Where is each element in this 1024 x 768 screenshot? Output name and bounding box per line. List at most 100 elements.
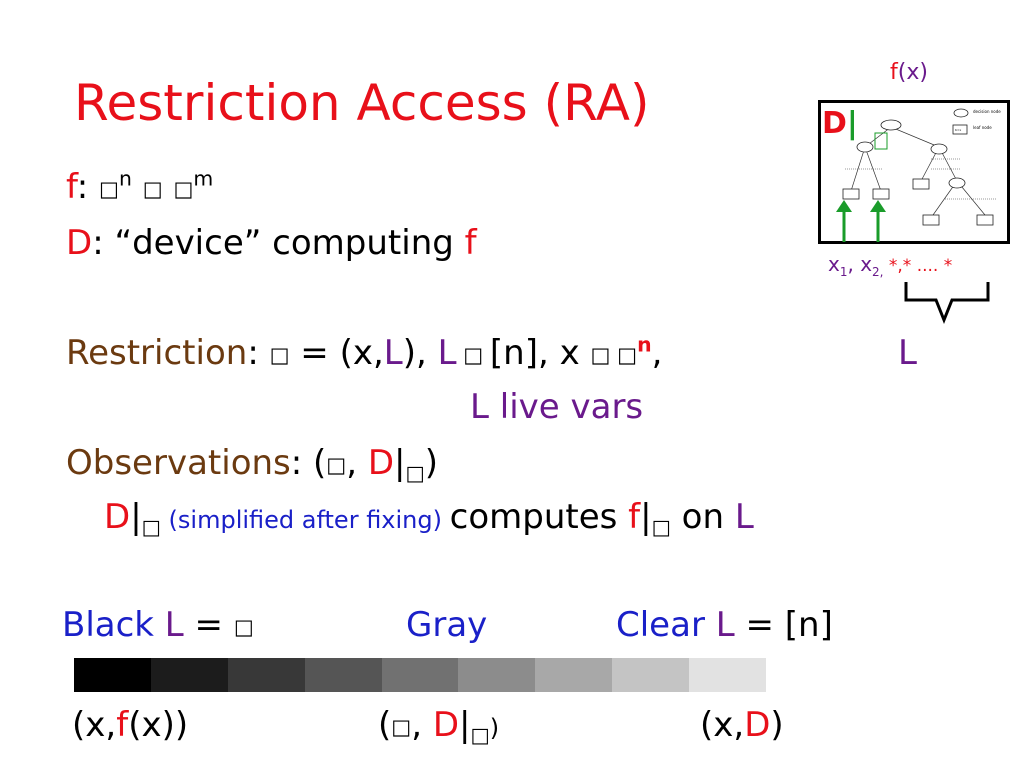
live-vars-text: live vars bbox=[488, 387, 644, 427]
fx-label: f(x) bbox=[890, 60, 928, 85]
legend-decision-node: decision node bbox=[973, 109, 1001, 114]
L-variable: L bbox=[734, 497, 754, 537]
domain-exponent: n bbox=[118, 166, 132, 191]
gray-bar-segment bbox=[458, 658, 536, 692]
tree-lines bbox=[842, 108, 997, 226]
comma: , bbox=[411, 705, 433, 745]
f-definition-line: f: □n □ □m bbox=[66, 166, 214, 207]
clear-observation-label: (x,D) bbox=[700, 708, 784, 742]
d-symbol: D bbox=[66, 223, 93, 263]
gray-bar-segment bbox=[150, 658, 228, 692]
comma: , bbox=[651, 333, 663, 373]
set-symbol: □ bbox=[610, 342, 638, 368]
n-range: [n], x bbox=[489, 333, 591, 373]
close-paren: ) bbox=[424, 443, 439, 483]
decision-tree-diagram: decision node leaf node K=x bbox=[818, 100, 1010, 244]
d-symbol: D bbox=[744, 705, 771, 745]
codomain-exponent: m bbox=[193, 166, 214, 191]
rho-subscript: □ bbox=[470, 723, 490, 748]
f-symbol: f bbox=[890, 60, 898, 85]
x1-label: x bbox=[828, 252, 840, 276]
restriction-label: Restriction bbox=[66, 333, 248, 373]
f-symbol: f bbox=[464, 223, 477, 263]
close-paren: ) bbox=[770, 705, 784, 745]
d-symbol: D bbox=[104, 497, 131, 537]
live-vars-note: L live vars bbox=[470, 390, 643, 424]
gray-bar-segment bbox=[612, 658, 690, 692]
on-text: on bbox=[670, 497, 735, 537]
n-exponent: n bbox=[637, 332, 652, 357]
clear-text: Clear bbox=[616, 605, 716, 645]
open-text: (x, bbox=[72, 705, 117, 745]
gray-bar-segment bbox=[304, 658, 382, 692]
black-text: Black bbox=[62, 605, 165, 645]
gray-bar-segment bbox=[689, 658, 767, 692]
L-variable: L bbox=[715, 605, 735, 645]
rho-symbol: □ bbox=[269, 342, 290, 368]
rho-symbol: □ bbox=[326, 452, 347, 478]
L-variable-right: L bbox=[898, 333, 917, 373]
L-variable: L bbox=[470, 387, 489, 427]
unset-stars: *,* .... * bbox=[883, 256, 953, 276]
colon: : ( bbox=[290, 443, 327, 483]
observations-line: Observations: (□, D|□) bbox=[66, 443, 439, 483]
black-observation-label: (x,f(x)) bbox=[72, 708, 188, 742]
subset-symbol: □ bbox=[456, 342, 490, 368]
black-label: Black L = □ bbox=[62, 608, 254, 642]
f-symbol: f bbox=[116, 705, 129, 745]
d-symbol: D bbox=[432, 705, 459, 745]
computes-line: D|□ (simplified after fixing) computes f… bbox=[104, 497, 754, 537]
close-paren: ) bbox=[489, 714, 500, 742]
legend-leaf-node: leaf node bbox=[973, 125, 992, 130]
separator: , bbox=[847, 252, 861, 276]
rho-symbol: □ bbox=[391, 714, 412, 740]
d-description: : “device” computing bbox=[92, 223, 465, 263]
input-arrows bbox=[836, 200, 990, 325]
gray-scale-bar bbox=[74, 658, 767, 692]
empty-set-symbol: □ bbox=[233, 614, 254, 640]
simplified-note: (simplified after fixing) bbox=[160, 506, 450, 534]
equals-text: = bbox=[183, 605, 234, 645]
d-symbol: D bbox=[367, 443, 395, 483]
gray-bar-segment bbox=[227, 658, 305, 692]
colon: : bbox=[247, 333, 270, 373]
comma: , bbox=[346, 443, 368, 483]
f-symbol: f bbox=[628, 497, 641, 537]
close-text: (x)) bbox=[128, 705, 189, 745]
rho-subscript: □ bbox=[651, 515, 671, 540]
d-definition-line: D: “device” computing f bbox=[66, 226, 477, 260]
gray-bar-segment bbox=[74, 658, 151, 692]
equals-text: = (x, bbox=[289, 333, 384, 373]
element-symbol: □ bbox=[590, 342, 611, 368]
L-variable: L bbox=[383, 333, 403, 373]
gray-observation-label: (□, D|□) bbox=[378, 705, 500, 745]
d-symbol: D bbox=[822, 106, 847, 141]
clear-equals: = [n] bbox=[734, 605, 833, 645]
f-symbol: f bbox=[66, 167, 77, 207]
rho-subscript: □ bbox=[141, 515, 161, 540]
x2-subscript: 2, bbox=[872, 265, 884, 279]
L-variable: L bbox=[437, 333, 457, 373]
restriction-bar: | bbox=[459, 705, 471, 745]
fx-paren: (x) bbox=[897, 60, 928, 85]
arrow-symbol: □ bbox=[142, 176, 163, 202]
restriction-bar: | bbox=[394, 443, 406, 483]
open-paren: ( bbox=[378, 705, 392, 745]
computes-text: computes bbox=[449, 497, 629, 537]
diagram-d-label: D| bbox=[822, 106, 858, 141]
rho-subscript: □ bbox=[405, 461, 425, 486]
gray-bar-segment bbox=[535, 658, 613, 692]
codomain-symbol: □ bbox=[173, 176, 194, 202]
open-text: (x, bbox=[700, 705, 745, 745]
colon: : bbox=[76, 167, 89, 207]
gray-label: Gray bbox=[406, 605, 488, 645]
x1-subscript: 1 bbox=[839, 265, 848, 279]
input-variable-labels: x1, x2, *,* .... * bbox=[828, 252, 953, 279]
clear-label: Clear L = [n] bbox=[616, 608, 833, 642]
restriction-bar: | bbox=[640, 497, 652, 537]
legend-leaf-value: K=x bbox=[955, 128, 962, 132]
restriction-bar: | bbox=[130, 497, 142, 537]
L-variable: L bbox=[164, 605, 184, 645]
slide-title: Restriction Access (RA) bbox=[74, 74, 650, 132]
restriction-bar: | bbox=[846, 106, 858, 141]
